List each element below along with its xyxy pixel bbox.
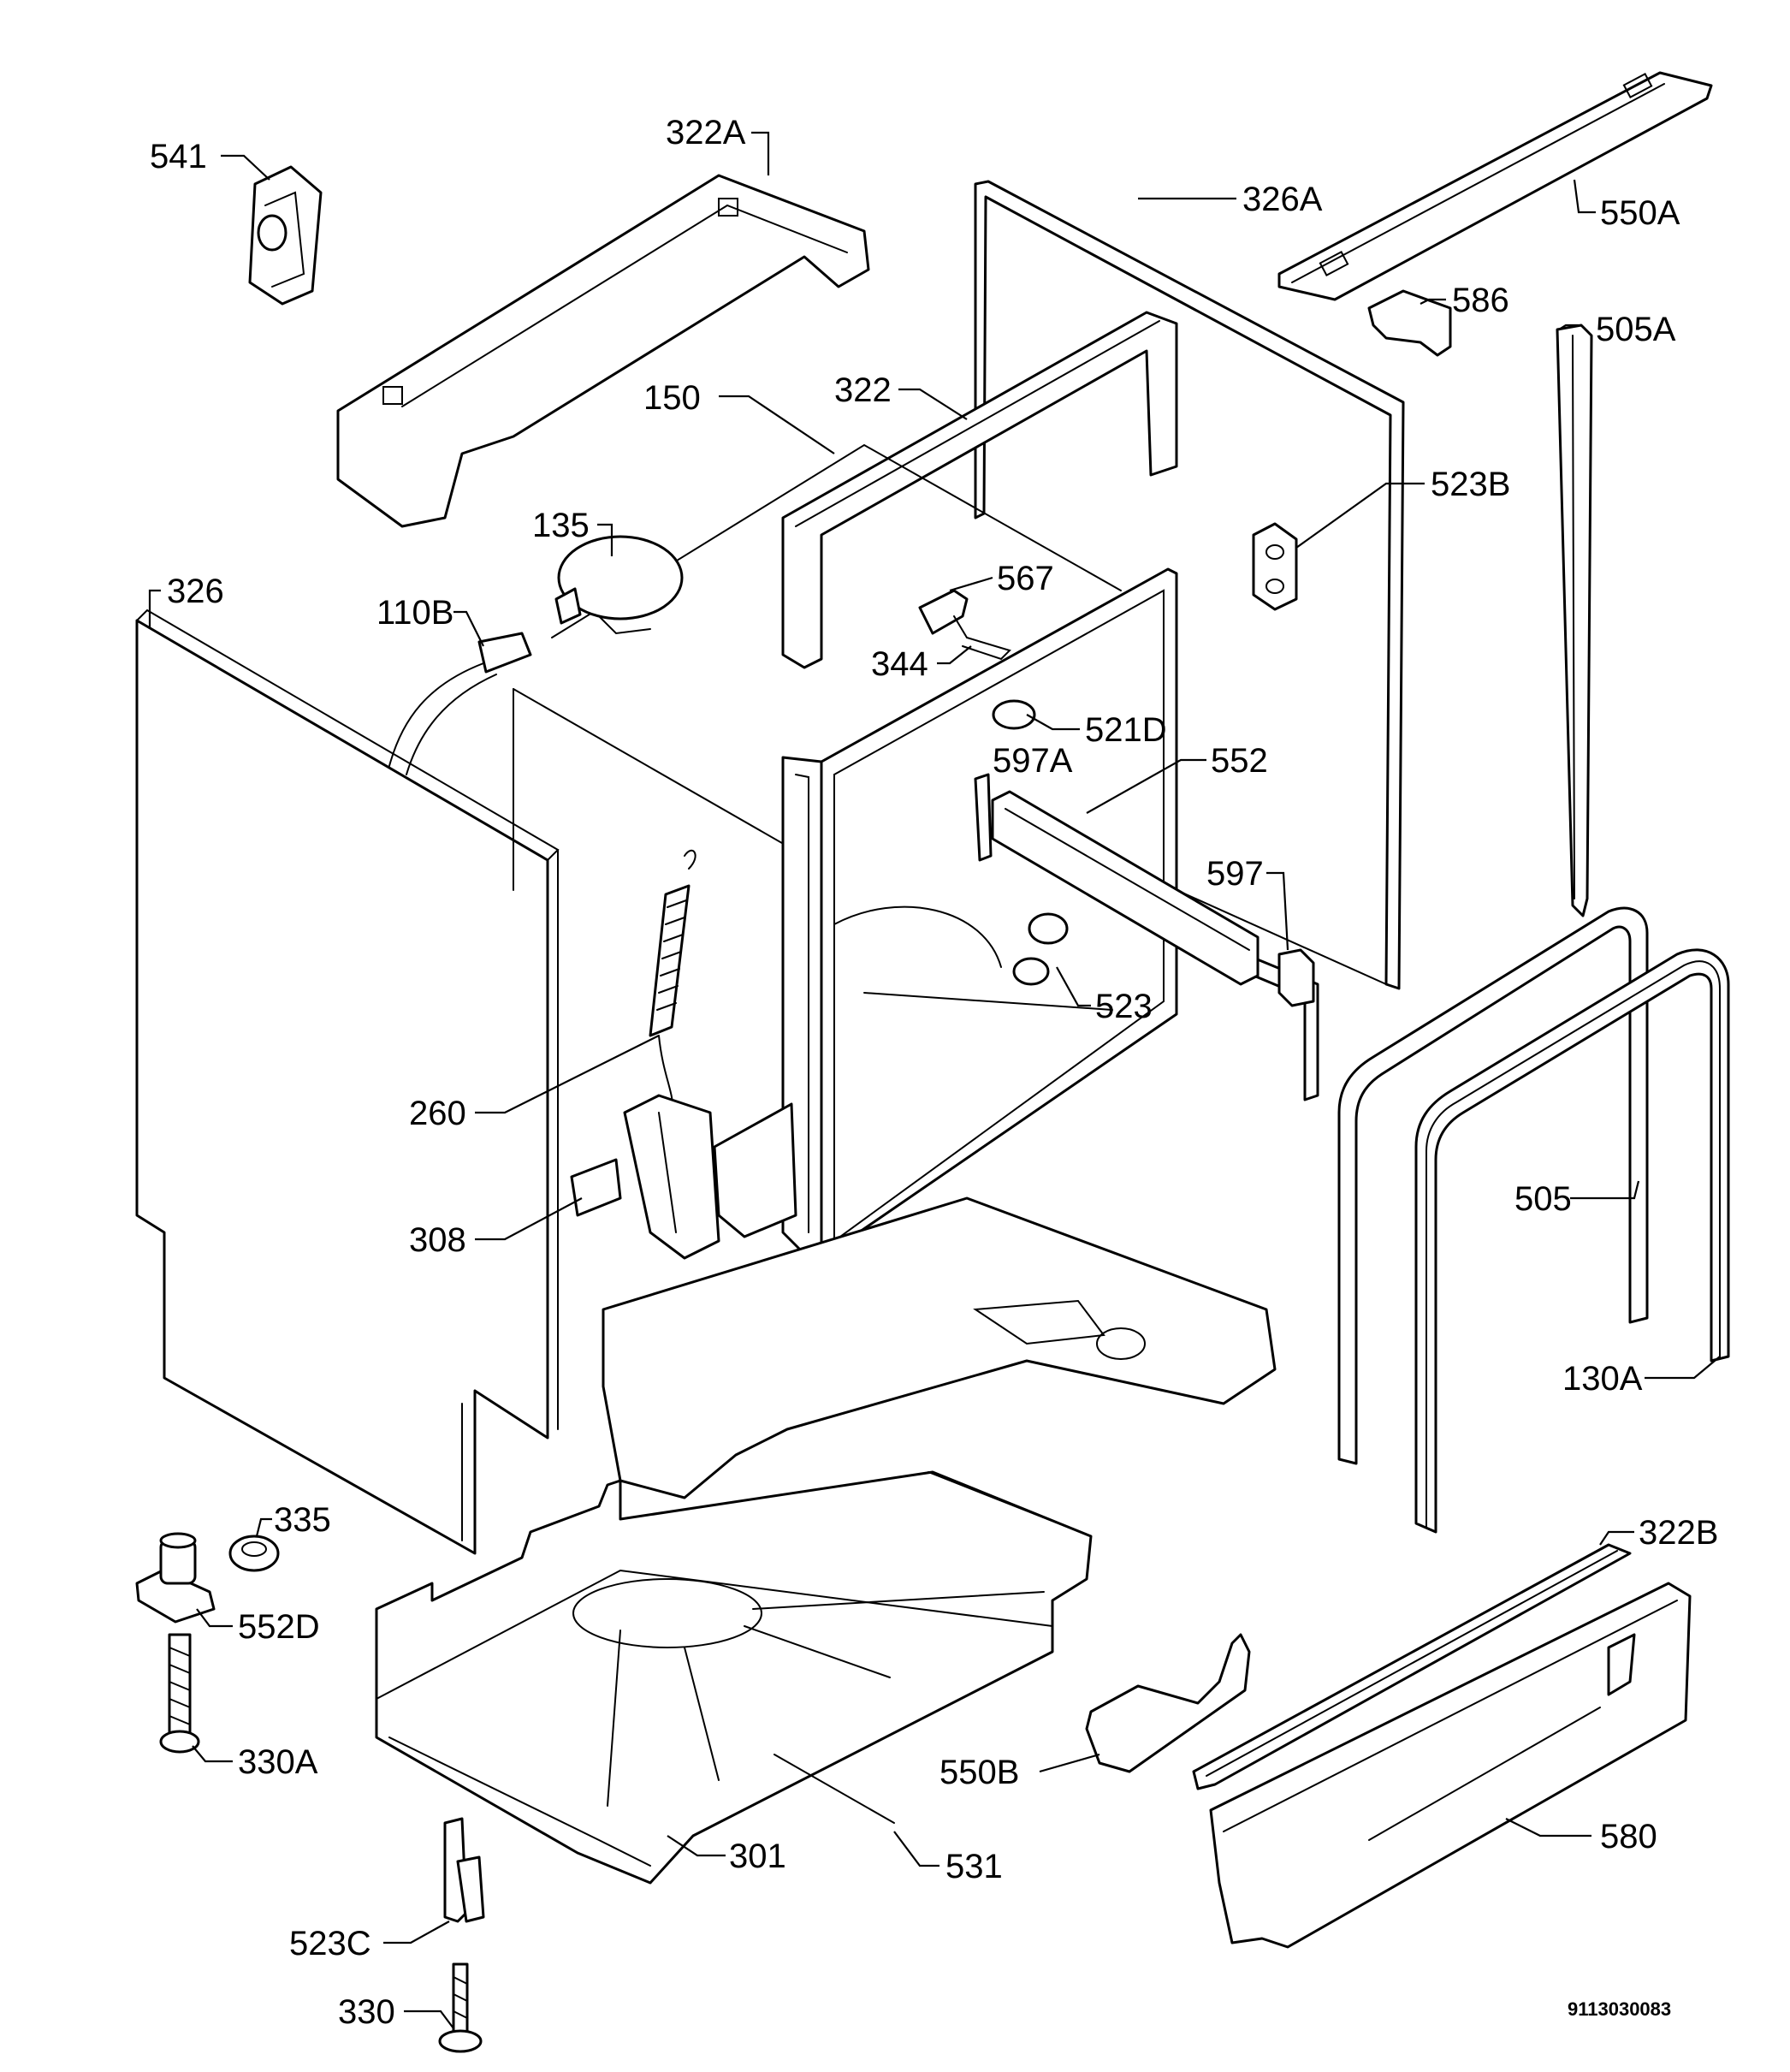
clip-567 (918, 589, 1011, 661)
side-panel-326 (135, 609, 560, 1555)
part-labels: 541 322A 326A 550A 586 505A 150 322 523B… (150, 114, 1718, 2031)
rail-322b (1192, 1543, 1632, 1790)
bracket-322a (336, 174, 870, 528)
kickplate-580 (1209, 1582, 1692, 1949)
label-597: 597 (1206, 855, 1264, 893)
label-322a: 322A (666, 114, 746, 151)
frame-322 (781, 311, 1178, 669)
hinge-308 (570, 1094, 720, 1260)
label-597a: 597A (993, 742, 1073, 780)
seal-130a (1414, 948, 1730, 1534)
label-344: 344 (871, 645, 928, 683)
label-505a: 505A (1596, 311, 1676, 348)
ring-521d (992, 699, 1036, 730)
label-521d: 521D (1085, 711, 1167, 749)
clip-597a (974, 773, 993, 862)
label-523b: 523B (1431, 466, 1510, 503)
seal-505 (1337, 906, 1649, 1465)
label-531: 531 (945, 1848, 1003, 1885)
label-330a: 330A (238, 1743, 318, 1781)
spring-260 (649, 849, 696, 1113)
grommets-523 (1012, 912, 1069, 986)
label-135: 135 (532, 507, 590, 544)
label-552: 552 (1211, 742, 1268, 780)
label-326: 326 (167, 573, 224, 610)
dome-135 (554, 535, 684, 635)
base-plinth (602, 1196, 1277, 1499)
screw-330a (159, 1633, 200, 1754)
label-523: 523 (1095, 988, 1153, 1025)
label-580: 580 (1600, 1818, 1657, 1855)
clip-541 (248, 165, 323, 306)
label-586: 586 (1452, 282, 1509, 319)
rod-531 (773, 1754, 895, 1824)
label-505: 505 (1514, 1180, 1572, 1218)
label-130a: 130A (1562, 1360, 1643, 1398)
grommet-523b (1252, 522, 1298, 611)
label-308: 308 (409, 1221, 466, 1259)
strip-505a (1556, 324, 1593, 917)
label-150: 150 (643, 379, 701, 417)
label-322: 322 (834, 371, 892, 409)
gear-335 (228, 1535, 280, 1572)
door-assembly (713, 567, 1178, 1260)
label-552d: 552D (238, 1608, 320, 1646)
valve-552d (135, 1532, 216, 1624)
document-number: 9113030083 (1568, 1998, 1671, 2020)
label-301: 301 (729, 1837, 786, 1875)
bracket-523c (443, 1817, 485, 1923)
label-260: 260 (409, 1095, 466, 1132)
label-322b: 322B (1639, 1514, 1718, 1552)
label-110b: 110B (376, 594, 453, 632)
label-541: 541 (150, 138, 207, 175)
base-tray-301 (375, 1470, 1093, 1885)
top-rail-550a (1277, 71, 1713, 301)
screw-330 (438, 1962, 483, 2053)
label-335: 335 (274, 1501, 331, 1539)
bracket-550b (1085, 1633, 1251, 1773)
rail-552 (991, 790, 1260, 986)
clip-597 (1277, 948, 1315, 1007)
leader-lines (148, 131, 1721, 2029)
label-550a: 550A (1600, 194, 1680, 232)
label-523c: 523C (289, 1925, 371, 1962)
hose-110b (388, 632, 532, 775)
bracket-586 (1367, 289, 1452, 357)
label-330: 330 (338, 1993, 395, 2031)
label-326a: 326A (1242, 181, 1323, 218)
label-567: 567 (997, 560, 1054, 597)
label-550b: 550B (939, 1754, 1019, 1791)
